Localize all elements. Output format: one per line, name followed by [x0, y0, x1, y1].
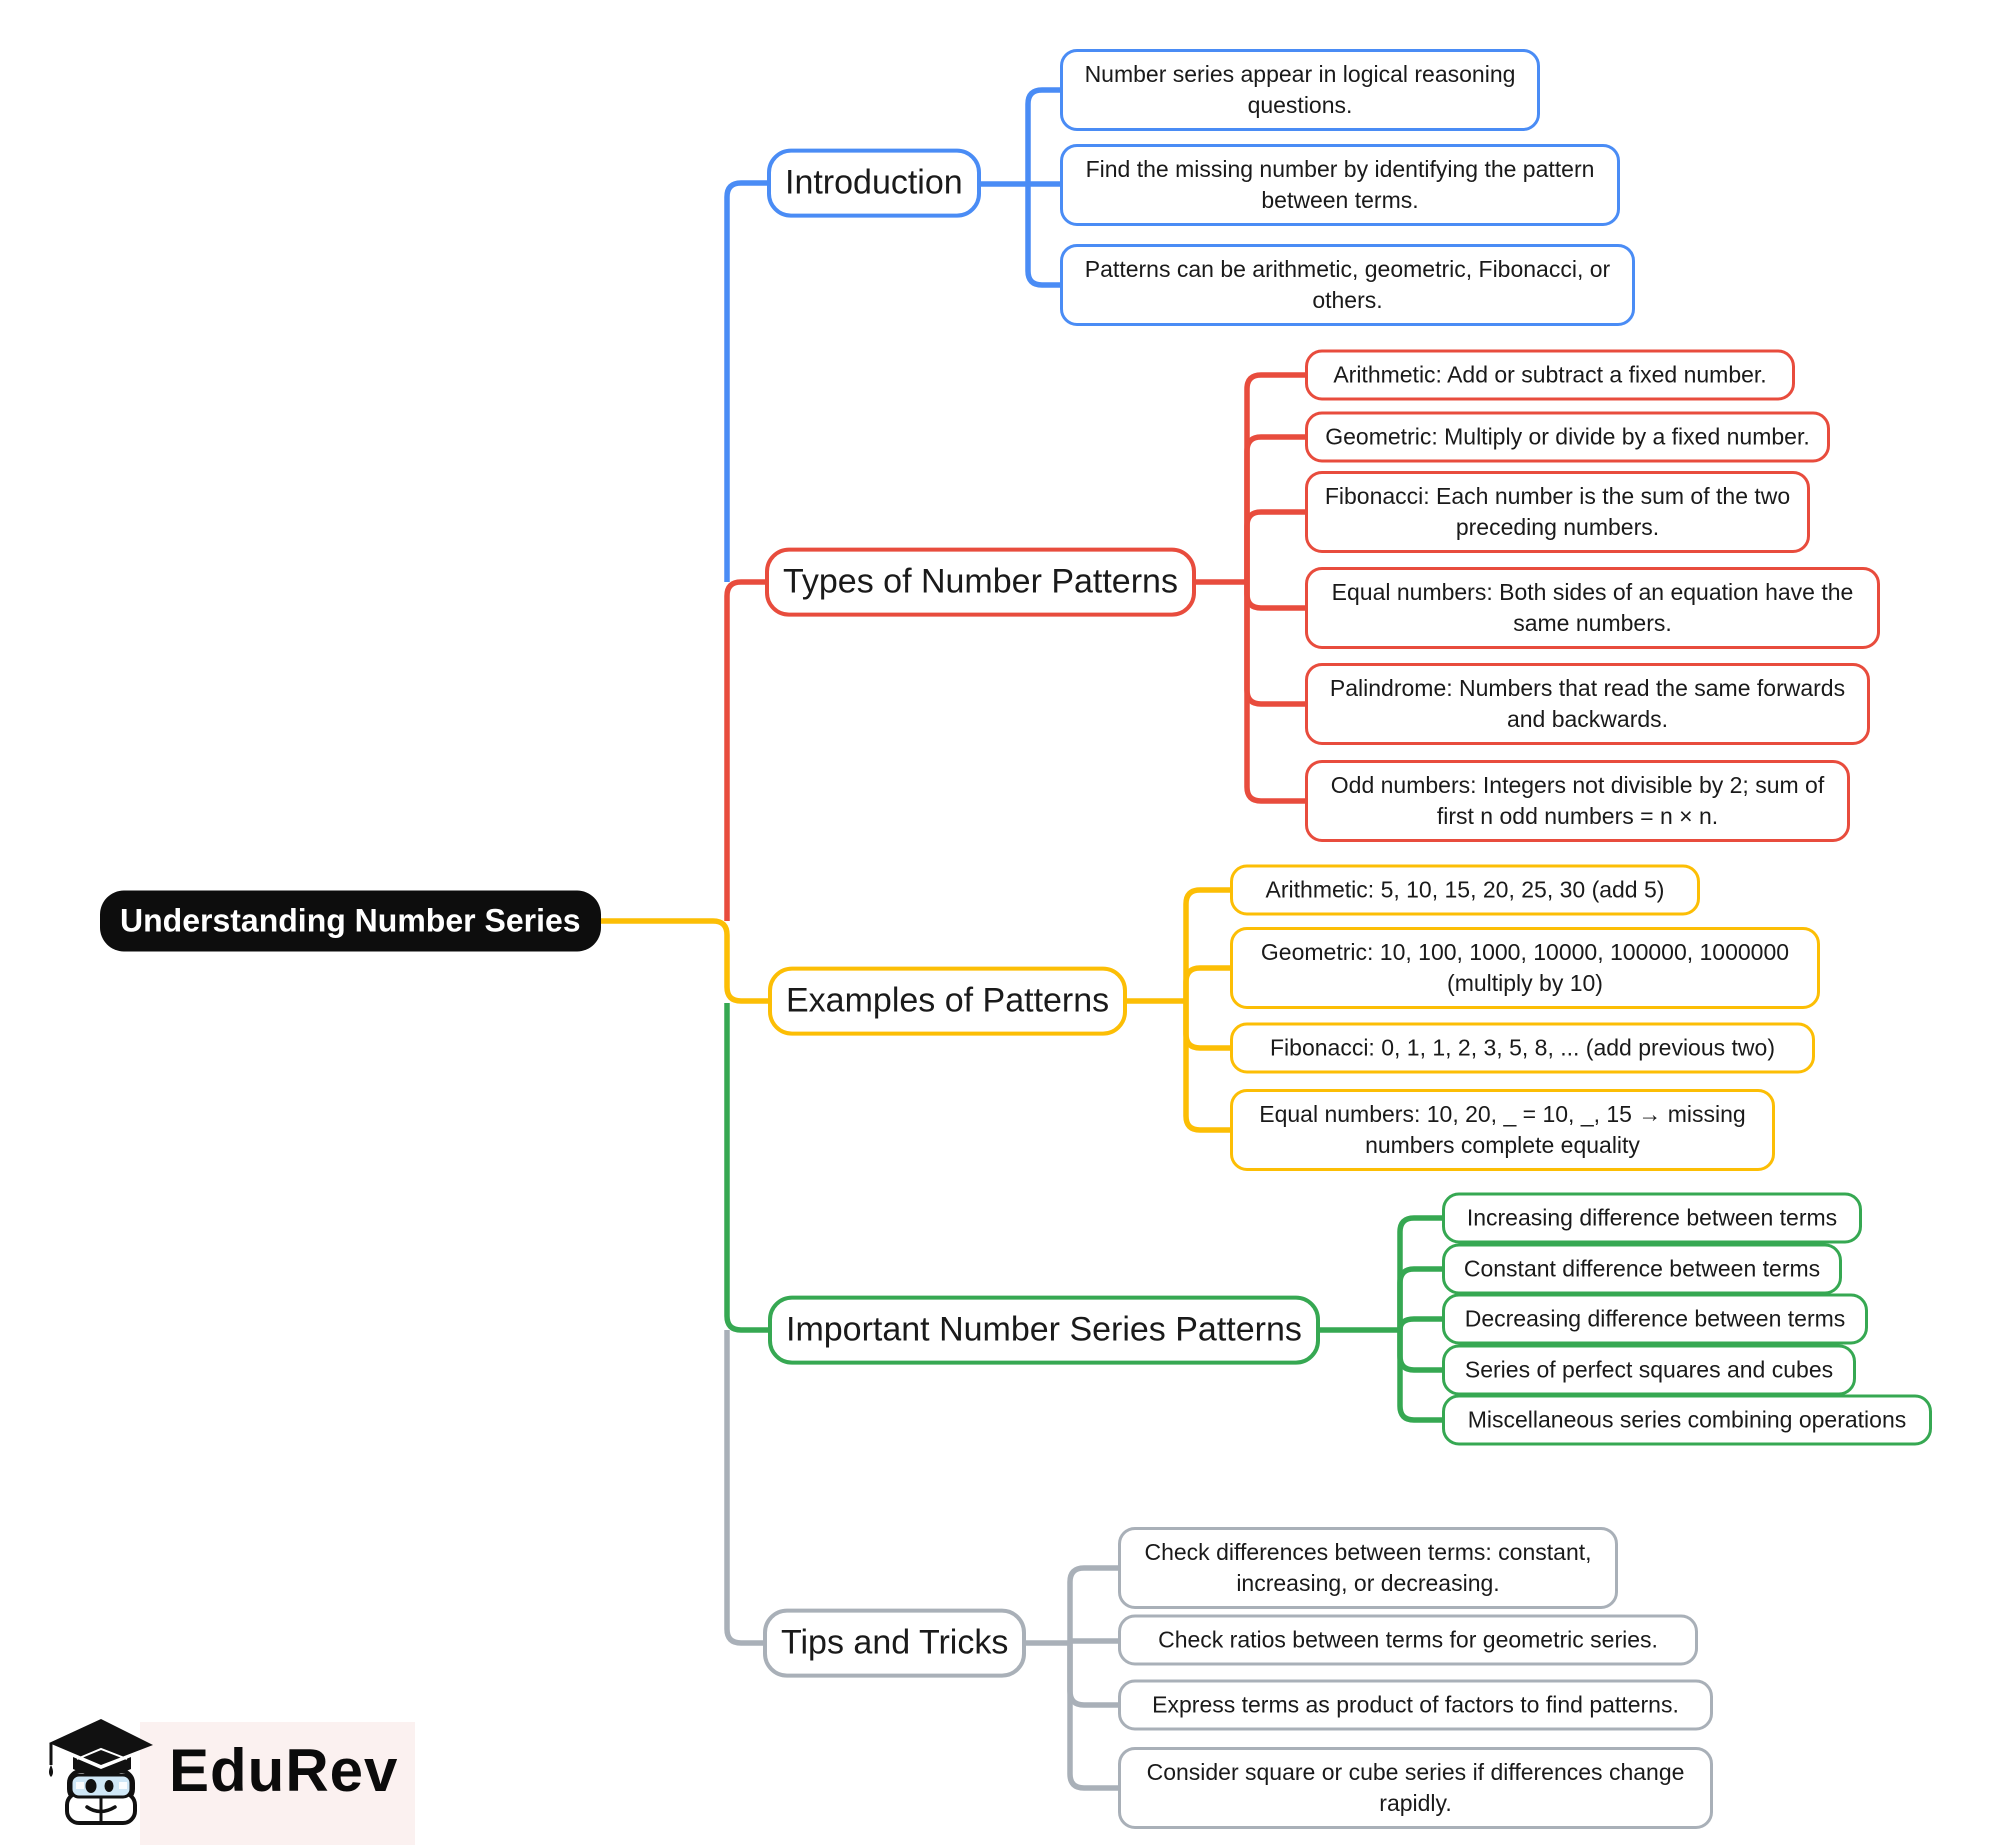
leaf-node[interactable]: Find the missing number by identifying t…: [1060, 143, 1620, 227]
important-connectors: [724, 1003, 1442, 1423]
connector-examples-child-1: [1183, 965, 1230, 1001]
leaf-node[interactable]: Check ratios between terms for geometric…: [1118, 1614, 1698, 1666]
connector-tips-child-3: [1067, 1643, 1118, 1791]
connector-types-child-2: [1244, 509, 1305, 582]
tassel-end: [49, 1765, 53, 1777]
connector-types-child-1: [1244, 434, 1305, 582]
trunk-types: [724, 579, 810, 921]
leaf-node[interactable]: Arithmetic: Add or subtract a fixed numb…: [1305, 349, 1795, 401]
trunk-examples: [500, 918, 810, 1004]
connector-important-child-2: [1397, 1316, 1442, 1331]
connector-examples-child-0: [1183, 887, 1230, 1001]
connector-types-child-3: [1244, 582, 1305, 611]
connector-tips-child-2: [1067, 1643, 1118, 1708]
connector-important-child-1: [1397, 1266, 1442, 1330]
connector-examples-child-2: [1183, 1001, 1230, 1051]
left-eye: [85, 1779, 97, 1793]
edurev-mascot-icon: [49, 1719, 153, 1825]
trunk-important: [724, 1003, 810, 1333]
connector-introduction-child-0: [1025, 87, 1065, 184]
leaf-node[interactable]: Odd numbers: Integers not divisible by 2…: [1305, 759, 1850, 843]
smile: [85, 1805, 117, 1814]
tips-connectors: [724, 1330, 1118, 1791]
leaf-node[interactable]: Check differences between terms: constan…: [1118, 1526, 1618, 1610]
leaf-node[interactable]: Geometric: 10, 100, 1000, 10000, 100000,…: [1230, 926, 1820, 1010]
cap-base: [73, 1757, 131, 1776]
connector-important-child-0: [1397, 1215, 1442, 1330]
right-eye: [104, 1780, 114, 1792]
cap-board: [49, 1719, 153, 1765]
leaf-node[interactable]: Fibonacci: Each number is the sum of the…: [1305, 470, 1810, 554]
trunk-tips: [724, 1330, 810, 1646]
leaf-node[interactable]: Series of perfect squares and cubes: [1442, 1344, 1856, 1396]
glasses-glint-left: [76, 1782, 84, 1789]
leaf-node[interactable]: Equal numbers: 10, 20, _ = 10, _, 15 → m…: [1230, 1088, 1775, 1172]
trunk-introduction: [724, 180, 800, 582]
branch-introduction[interactable]: Introduction: [767, 148, 981, 218]
connector-important-child-3: [1397, 1330, 1442, 1373]
edurev-logo: EduRev: [43, 1713, 398, 1828]
branch-important-number-series-patterns[interactable]: Important Number Series Patterns: [768, 1295, 1320, 1365]
branch-examples-of-patterns[interactable]: Examples of Patterns: [768, 966, 1128, 1036]
connector-types-child-4: [1244, 582, 1305, 707]
leaf-node[interactable]: Constant difference between terms: [1442, 1243, 1842, 1295]
logo-backdrop: [140, 1722, 415, 1845]
connector-introduction-child-2: [1025, 184, 1065, 288]
leaf-node[interactable]: Increasing difference between terms: [1442, 1192, 1862, 1244]
glasses-glint-right: [119, 1782, 127, 1789]
connector-examples-child-3: [1183, 1001, 1230, 1133]
leaf-node[interactable]: Arithmetic: 5, 10, 15, 20, 25, 30 (add 5…: [1230, 864, 1700, 916]
leaf-node[interactable]: Fibonacci: 0, 1, 1, 2, 3, 5, 8, ... (add…: [1230, 1022, 1815, 1074]
leaf-node[interactable]: Patterns can be arithmetic, geometric, F…: [1060, 243, 1635, 327]
connector-types-child-5: [1244, 582, 1305, 804]
leaf-node[interactable]: Equal numbers: Both sides of an equation…: [1305, 566, 1880, 650]
cap-highlight: [76, 1747, 128, 1760]
leaf-node[interactable]: Miscellaneous series combining operation…: [1442, 1394, 1932, 1446]
edurev-wordmark: EduRev: [169, 1737, 399, 1804]
branch-types-of-number-patterns[interactable]: Types of Number Patterns: [765, 547, 1196, 617]
connector-important-child-4: [1397, 1330, 1442, 1423]
leaf-node[interactable]: Consider square or cube series if differ…: [1118, 1746, 1713, 1830]
leaf-node[interactable]: Palindrome: Numbers that read the same f…: [1305, 662, 1870, 746]
connector-tips-child-0: [1067, 1565, 1118, 1643]
leaf-node[interactable]: Geometric: Multiply or divide by a fixed…: [1305, 411, 1830, 463]
root-node[interactable]: Understanding Number Series: [100, 890, 601, 952]
leaf-node[interactable]: Express terms as product of factors to f…: [1118, 1679, 1713, 1731]
leaf-node[interactable]: Number series appear in logical reasonin…: [1060, 48, 1540, 132]
leaf-node[interactable]: Decreasing difference between terms: [1442, 1293, 1868, 1345]
types-connectors: [724, 372, 1305, 921]
connector-types-child-0: [1244, 372, 1305, 582]
branch-tips-and-tricks[interactable]: Tips and Tricks: [763, 1608, 1027, 1678]
